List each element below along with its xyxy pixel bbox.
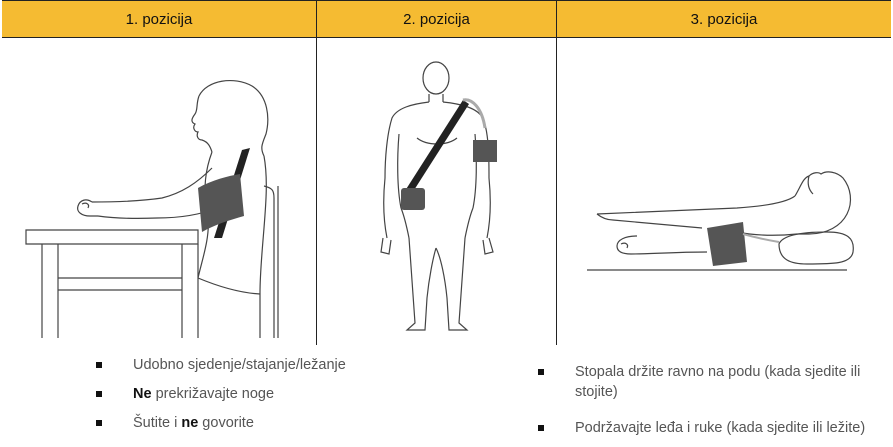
bullet-icon [96, 420, 102, 426]
bullet-icon [538, 425, 544, 431]
bullet-icon [96, 362, 102, 368]
header-position-1: 1. pozicija [2, 1, 316, 37]
instructions-left: Udobno sjedenje/stajanje/ležanje Ne prek… [96, 355, 476, 447]
instructions-right: Stopala držite ravno na podu (kada sjedi… [538, 362, 890, 442]
strap [403, 100, 469, 198]
table-top-border [2, 0, 891, 1]
list-item-line: Stopala držite ravno na podu (kada sjedi… [575, 364, 860, 380]
header-position-2: 2. pozicija [317, 1, 556, 37]
seated-position-illustration [2, 38, 316, 338]
bullet-icon [96, 391, 102, 397]
list-item-line: stojite) [575, 384, 618, 400]
cuff [707, 222, 747, 266]
header-position-3: 3. pozicija [557, 1, 891, 37]
positions-table: 1. pozicija 2. pozicija 3. pozicija [2, 0, 891, 345]
cuff [473, 140, 497, 162]
emphasis: Ne [133, 386, 152, 402]
header-row: 1. pozicija 2. pozicija 3. pozicija [2, 1, 891, 37]
monitor [401, 188, 425, 210]
bullet-icon [538, 369, 544, 375]
standing-position-illustration [317, 38, 556, 338]
lying-position-illustration [557, 38, 891, 338]
emphasis: ne [181, 415, 198, 431]
face-outline [192, 96, 212, 152]
